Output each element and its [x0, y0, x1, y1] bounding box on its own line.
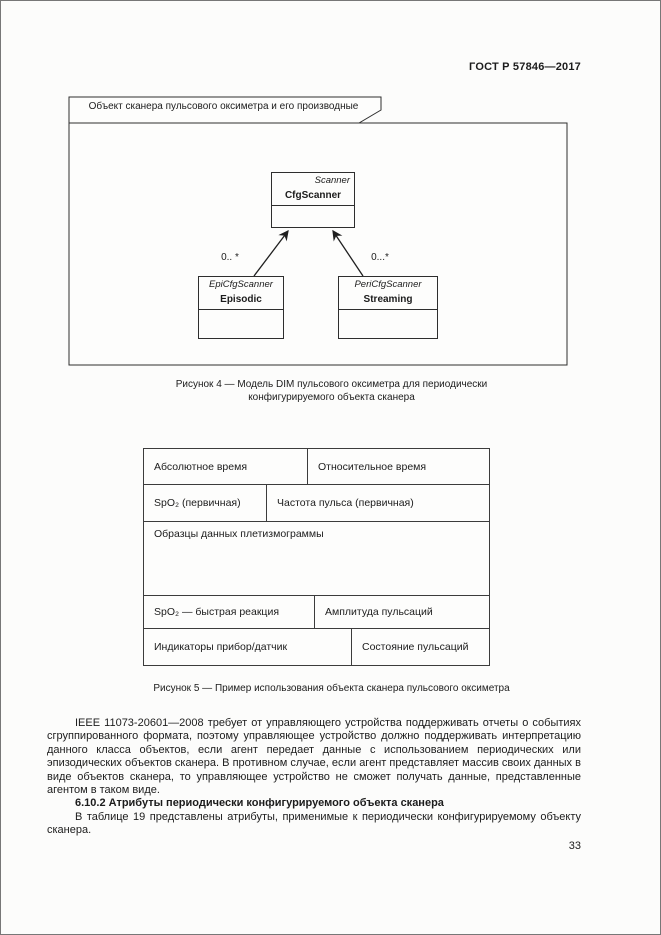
table-cell: Абсолютное время: [144, 449, 308, 484]
figure4-caption-line2: конфигурируемого объекта сканера: [248, 392, 415, 403]
figure4-package-diagram: [68, 96, 568, 366]
table-row: Индикаторы прибор/датчик Состояние пульс…: [144, 629, 489, 665]
table-cell: Образцы данных плетизмограммы: [154, 528, 324, 540]
table-cell: Относительное время: [318, 460, 427, 473]
table-row: SpO₂ — быстрая реакция Амплитуда пульсац…: [144, 596, 489, 629]
figure5-table: Абсолютное время Относительное время SpO…: [143, 448, 490, 666]
class-stereotype: EpiCfgScanner: [209, 279, 273, 290]
page-number: 33: [568, 840, 581, 852]
class-name-compartment: EpiCfgScanner Episodic: [199, 277, 283, 310]
table-cell: SpO₂ — быстрая реакция: [144, 596, 315, 628]
generalization-arrow-right: [332, 229, 364, 277]
section-heading-6-10-2: 6.10.2 Атрибуты периодически конфигуриру…: [75, 797, 444, 810]
package-tab-shape: [68, 96, 382, 124]
class-stereotype: PeriCfgScanner: [354, 279, 422, 290]
table-row: Абсолютное время Относительное время: [144, 449, 489, 485]
figure4-caption: Рисунок 4 — Модель DIM пульсового оксиме…: [1, 378, 660, 404]
paragraph-2: В таблице 19 представлены атрибуты, прим…: [47, 810, 581, 837]
class-box-episodic: EpiCfgScanner Episodic: [198, 276, 284, 339]
table-cell: Частота пульса (первичная): [277, 497, 414, 509]
multiplicity-label-left: 0.. *: [221, 252, 239, 263]
paragraph-1: IEEE 11073-20601—2008 требует от управля…: [47, 717, 581, 797]
generalization-arrow-left: [253, 229, 289, 277]
class-name: Episodic: [220, 294, 262, 305]
body-text: IEEE 11073-20601—2008 требует от управля…: [47, 717, 581, 838]
page-header: ГОСТ Р 57846—2017: [469, 61, 581, 73]
package-label: Объект сканера пульсового оксиметра и ег…: [88, 101, 359, 112]
class-name-compartment: Scanner CfgScanner: [272, 173, 354, 206]
class-name: Streaming: [363, 294, 413, 305]
table-cell: Индикаторы прибор/датчик: [144, 629, 352, 665]
figure4-caption-line1: Рисунок 4 — Модель DIM пульсового оксиме…: [175, 379, 488, 390]
class-stereotype: Scanner: [314, 175, 350, 186]
class-name: CfgScanner: [284, 190, 342, 201]
class-box-streaming: PeriCfgScanner Streaming: [338, 276, 438, 339]
multiplicity-label-right: 0...*: [371, 252, 389, 263]
figure5-caption: Рисунок 5 — Пример использования объекта…: [153, 683, 510, 694]
class-name-compartment: PeriCfgScanner Streaming: [339, 277, 437, 310]
table-cell: Состояние пульсаций: [362, 641, 469, 653]
table-row: Образцы данных плетизмограммы: [144, 522, 489, 596]
table-cell: Амплитуда пульсаций: [325, 606, 433, 618]
table-cell: SpO₂ (первичная): [144, 485, 267, 521]
table-row: SpO₂ (первичная) Частота пульса (первичн…: [144, 485, 489, 522]
class-box-cfgscanner: Scanner CfgScanner: [271, 172, 355, 228]
package-body-shape: [68, 122, 568, 366]
